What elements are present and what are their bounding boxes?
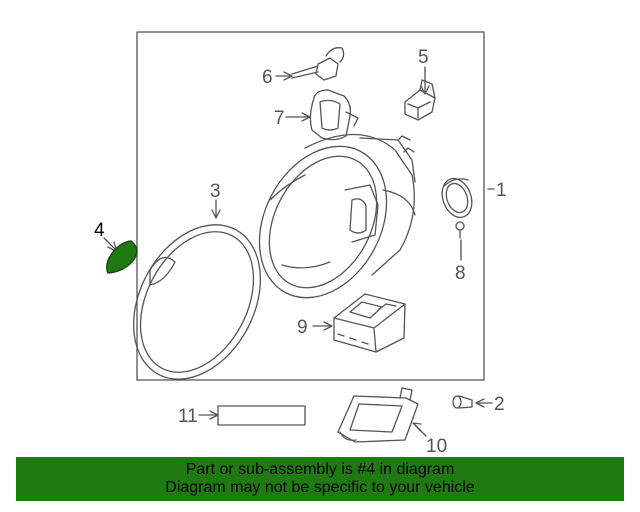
banner-line-1: Part or sub-assembly is #4 in diagram: [185, 461, 455, 478]
callout-3: 3: [210, 181, 221, 202]
label-plate-part-11: [217, 405, 306, 426]
bulb-socket-part-5: [404, 79, 436, 121]
bracket-part-10: [337, 387, 419, 443]
bolt-part-2: [452, 395, 473, 409]
adjuster-ring: [441, 177, 473, 219]
screw-part-8: [455, 221, 465, 239]
callout-4: 4: [94, 220, 105, 241]
ballast-part-9: [333, 293, 406, 353]
callout-leaders: [103, 66, 495, 437]
headlamp-housing: [258, 133, 416, 299]
assembly-frame: [136, 31, 485, 381]
callout-7: 7: [274, 108, 285, 129]
parts-diagram: 1 2 3 4 5 6 7 8 9 10 11: [94, 31, 507, 456]
lamp-holder-part-7: [309, 89, 359, 141]
callout-11: 11: [178, 406, 198, 427]
callout-6: 6: [262, 67, 273, 88]
trim-ring-part-3: [132, 224, 262, 380]
callout-2: 2: [494, 394, 505, 415]
banner-line-2: Diagram may not be specific to your vehi…: [165, 479, 475, 496]
callout-9: 9: [297, 317, 308, 338]
highlighted-part-4[interactable]: [106, 240, 138, 274]
callout-8: 8: [455, 263, 466, 284]
callout-5: 5: [418, 47, 429, 68]
info-banner: Part or sub-assembly is #4 in diagram Di…: [16, 457, 624, 501]
callout-10: 10: [426, 436, 447, 456]
bulb-part-6: [291, 47, 345, 81]
callout-1: 1: [496, 180, 507, 201]
